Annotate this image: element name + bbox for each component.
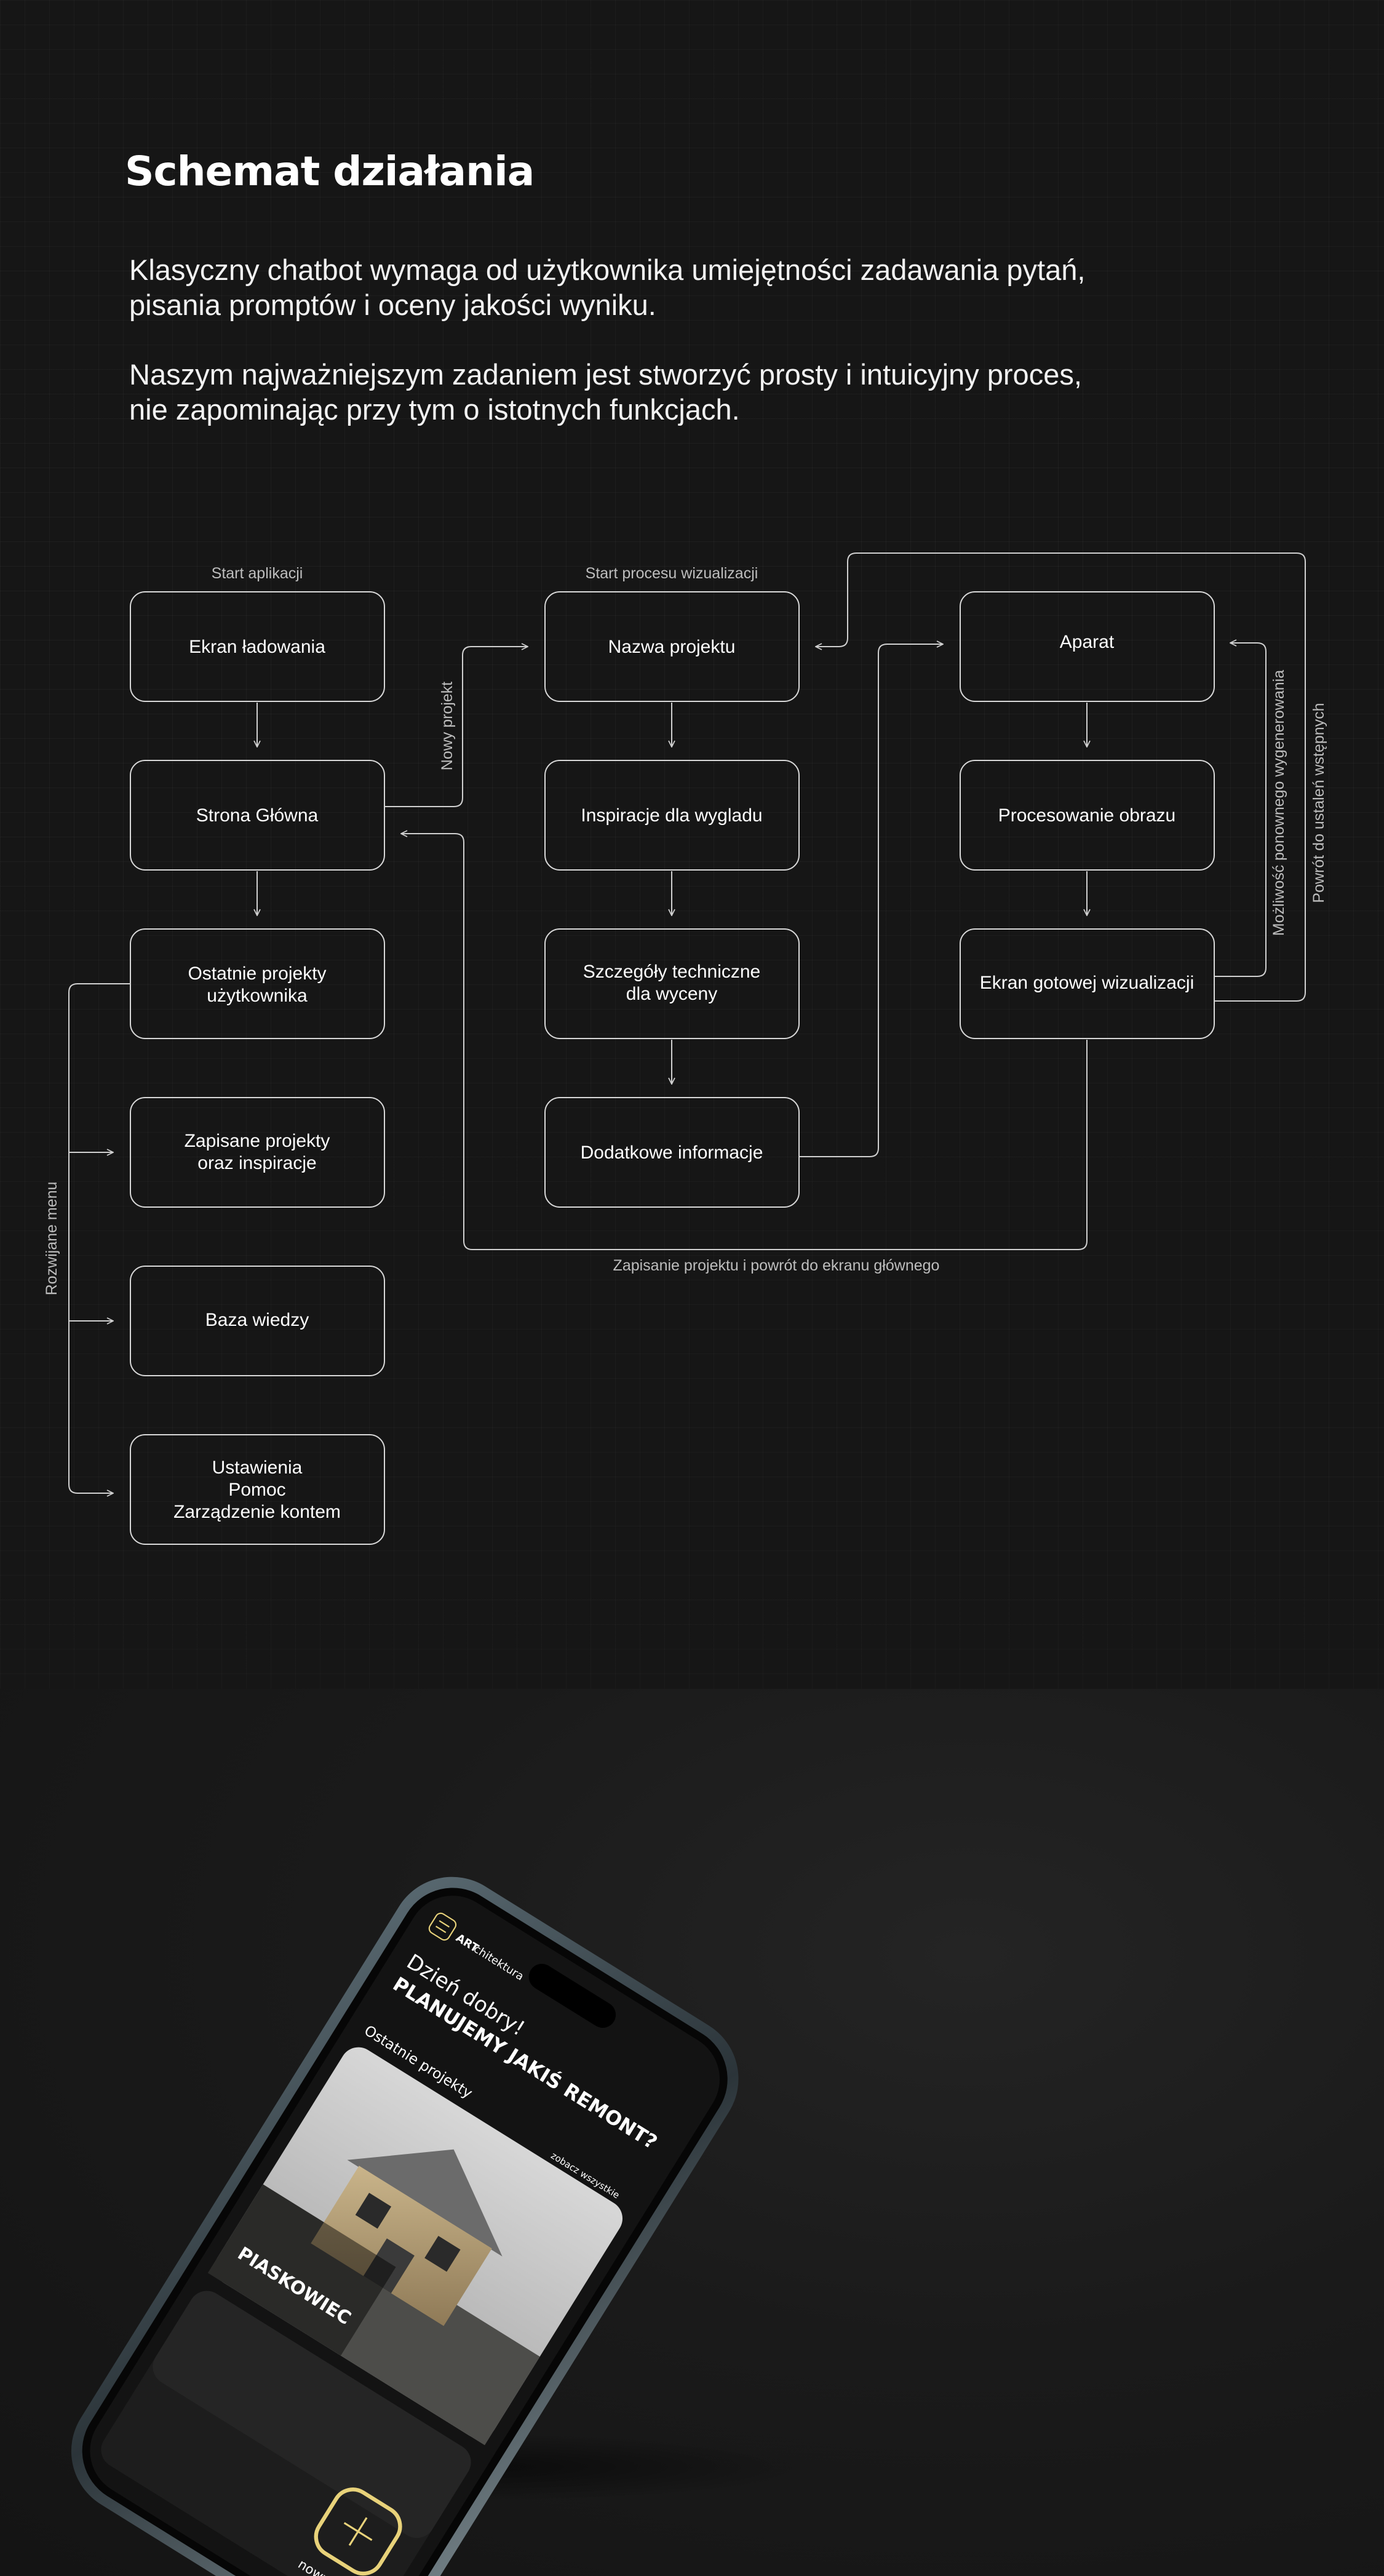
edge-label-regenerate: Możliwość ponownego wygenerowania [1270,670,1287,936]
edge-label-menu: Rozwijane menu [43,1182,60,1296]
edge-label-save-return: Zapisanie projektu i powrót do ekranu gł… [613,1257,940,1274]
node-label: Inspiracje dla wygladu [581,805,762,826]
node-label: Aparat [1060,632,1115,652]
node-label: Strona Główna [196,805,319,826]
node-inspiration: Inspiracje dla wygladu [545,760,799,870]
node-home: Strona Główna [130,760,384,870]
edge-label-back-to-settings: Powrót do ustaleń wstępnych [1310,703,1327,903]
node-label: użytkownika [207,986,308,1006]
edge-label-new-project: Nowy projekt [439,682,456,771]
label-start-app: Start aplikacji [212,565,303,582]
label-start-visualization: Start procesu wizualizacji [586,565,758,582]
intro-line: pisania promptów i oceny jakości wyniku. [129,287,1298,322]
flow-diagram: Start aplikacji Start procesu wizualizac… [0,529,1384,1587]
node-label: Procesowanie obrazu [998,805,1176,826]
arrow-home-to-project-name [384,647,528,807]
node-extra-info: Dodatkowe informacje [545,1098,799,1207]
node-result-screen: Ekran gotowej wizualizacji [960,929,1214,1039]
node-label: Ekran ładowania [189,637,325,657]
intro-line: Naszym najważniejszym zadaniem jest stwo… [129,357,1298,392]
node-technical-details: Szczegóły techniczne dla wyceny [545,929,799,1039]
node-label: dla wyceny [626,984,717,1004]
node-label: Pomoc [228,1480,285,1500]
intro-line: nie zapominając przy tym o istotnych fun… [129,392,1298,427]
node-label: Zarządzenie kontem [173,1502,341,1522]
node-label: Ustawienia [212,1457,303,1478]
node-label: Szczegóły techniczne [583,962,761,982]
node-loading-screen: Ekran ładowania [130,592,384,701]
node-saved-projects: Zapisane projekty oraz inspiracje [130,1098,384,1207]
intro-line: Klasyczny chatbot wymaga od użytkownika … [129,252,1298,287]
page-title: Schemat działania [125,148,534,195]
node-label: Nazwa projektu [608,637,736,657]
node-label: oraz inspiracje [197,1153,316,1173]
node-label: Baza wiedzy [205,1310,309,1330]
arrow-result-to-home [401,834,1087,1250]
node-processing: Procesowanie obrazu [960,760,1214,870]
node-label: Ekran gotowej wizualizacji [980,973,1195,993]
node-label: Dodatkowe informacje [581,1142,763,1163]
node-label: Zapisane projekty [185,1131,330,1151]
node-camera: Aparat [960,592,1214,701]
node-settings: Ustawienia Pomoc Zarządzenie kontem [130,1435,384,1544]
phone-mockup: ART chitektura Dzień dobry! PLANUJEMY JA… [0,1689,1384,2576]
arrow-result-to-camera [1214,643,1266,976]
node-project-name: Nazwa projektu [545,592,799,701]
node-recent-projects: Ostatnie projekty użytkownika [130,929,384,1039]
arrow-extra-to-camera [799,644,943,1157]
menu-bracket [69,984,130,1493]
arrow-result-to-project-name [816,553,1305,1001]
node-label: Ostatnie projekty [188,963,326,984]
node-knowledge-base: Baza wiedzy [130,1266,384,1376]
